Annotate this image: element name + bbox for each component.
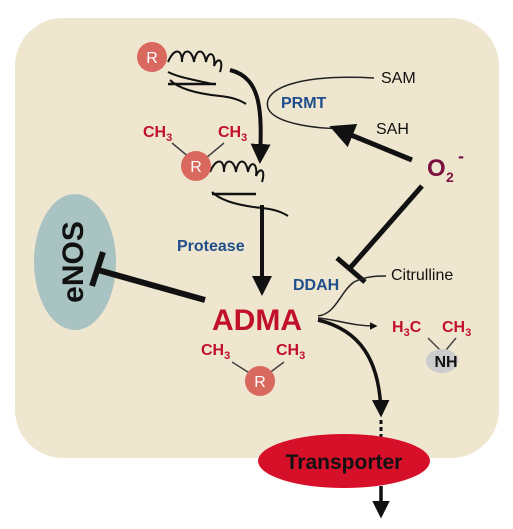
- ddah-label: DDAH: [293, 277, 339, 294]
- adma-inhibits-enos: [89, 251, 206, 303]
- ch3-right-mid: CH3: [218, 124, 247, 144]
- protease-label: Protease: [177, 238, 245, 255]
- sah-label: SAH: [376, 121, 409, 138]
- ddah-branch-to-dimethylamine: [317, 317, 378, 330]
- cell-background: [15, 18, 499, 458]
- superoxide-inhibits-ddah: [335, 184, 424, 284]
- h3c-label: H3C: [392, 319, 422, 339]
- prmt-label: PRMT: [281, 95, 327, 112]
- transporter: Transporter: [258, 434, 430, 488]
- methylation-arrow: [229, 68, 271, 164]
- transporter-label: Transporter: [286, 451, 403, 474]
- adma-label: ADMA: [212, 304, 302, 337]
- superoxide-sub: 2: [446, 169, 454, 185]
- superoxide-sup: -: [458, 146, 464, 166]
- r-node-top: R: [146, 50, 158, 67]
- superoxide-to-sah-arrow: [329, 124, 413, 163]
- ddah-branch-to-citrulline: [317, 275, 387, 317]
- adma-export-arrow: [317, 318, 390, 418]
- methylated-protein-top: R: [137, 42, 247, 105]
- adma-structure: CH3 CH3 R: [201, 342, 305, 396]
- ch3-right-bottom: CH3: [276, 342, 305, 362]
- citrulline-label: Citrulline: [391, 267, 453, 284]
- r-node-middle: R: [190, 159, 202, 176]
- superoxide: O 2 -: [427, 146, 464, 185]
- ch3-left-mid: CH3: [143, 124, 172, 144]
- enos-node: eNOS: [34, 194, 116, 330]
- ch3-right-nh: CH3: [442, 319, 471, 339]
- sam-sah-curve: [266, 76, 375, 130]
- nh-label: NH: [434, 354, 457, 371]
- superoxide-o: O: [427, 155, 446, 182]
- sam-label: SAM: [381, 70, 416, 87]
- enos-label: eNOS: [57, 221, 90, 303]
- dimethylamine: H3C CH3 NH: [392, 319, 471, 373]
- r-node-bottom: R: [254, 374, 266, 391]
- ch3-left-bottom: CH3: [201, 342, 230, 362]
